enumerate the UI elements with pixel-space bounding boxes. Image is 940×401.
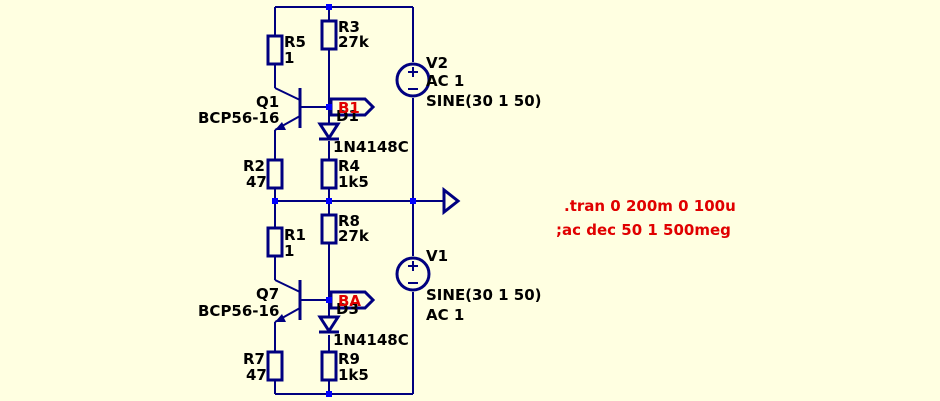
r2-ref: R2: [243, 157, 265, 175]
v2-line2: SINE(30 1 50): [426, 92, 542, 110]
resistor-r7[interactable]: [266, 350, 284, 382]
r1-ref: R1: [284, 226, 306, 244]
ac-directive[interactable]: ;ac dec 50 1 500meg: [556, 221, 731, 239]
d1-ref: D1: [336, 107, 359, 125]
resistor-r1[interactable]: [266, 226, 284, 258]
r7-ref: R7: [243, 350, 265, 368]
v1-line2: AC 1: [426, 306, 464, 324]
ground-flag: [442, 186, 461, 216]
resistor-r9[interactable]: [320, 350, 338, 382]
resistor-r5[interactable]: [266, 34, 284, 66]
resistor-r3[interactable]: [320, 19, 338, 51]
r9-value: 1k5: [338, 366, 369, 384]
net-flag-ba[interactable]: [329, 290, 376, 310]
r8-ref: R8: [338, 212, 360, 230]
r3-value: 27k: [338, 33, 370, 51]
v1-line1: SINE(30 1 50): [426, 286, 542, 304]
v2-line1: AC 1: [426, 72, 464, 90]
r3-ref: R3: [338, 18, 360, 36]
resistor-r4[interactable]: [320, 158, 338, 190]
v1-ref: V1: [426, 247, 448, 265]
q1-value: BCP56-16: [198, 109, 279, 127]
r8-value: 27k: [338, 227, 370, 245]
q7-value: BCP56-16: [198, 302, 279, 320]
resistor-r8[interactable]: [320, 213, 338, 245]
voltage-source-v1[interactable]: [395, 256, 431, 292]
diode-d1[interactable]: [317, 122, 341, 141]
junction-dots: [272, 4, 416, 397]
tran-directive[interactable]: .tran 0 200m 0 100u: [564, 197, 736, 215]
q7-ref: Q7: [256, 285, 279, 303]
voltage-source-v2[interactable]: [395, 62, 431, 98]
d1-value: 1N4148C: [333, 138, 409, 156]
net-label-ba[interactable]: BA: [338, 292, 361, 310]
r5-value: 1: [284, 49, 294, 67]
d3-ref: D3: [336, 300, 359, 318]
r9-ref: R9: [338, 350, 360, 368]
r5-ref: R5: [284, 33, 306, 51]
net-label-b1[interactable]: B1: [338, 99, 360, 117]
r7-value: 47: [246, 366, 267, 384]
q1-ref: Q1: [256, 93, 279, 111]
r1-value: 1: [284, 242, 294, 260]
r4-value: 1k5: [338, 173, 369, 191]
transistor-q1[interactable]: [274, 87, 302, 131]
net-flag-b1[interactable]: [329, 97, 376, 117]
transistor-q7[interactable]: [274, 279, 302, 323]
v2-ref: V2: [426, 54, 448, 72]
r2-value: 47: [246, 173, 267, 191]
d3-value: 1N4148C: [333, 331, 409, 349]
r4-ref: R4: [338, 157, 360, 175]
diode-d3[interactable]: [317, 315, 341, 334]
resistor-r2[interactable]: [266, 158, 284, 190]
